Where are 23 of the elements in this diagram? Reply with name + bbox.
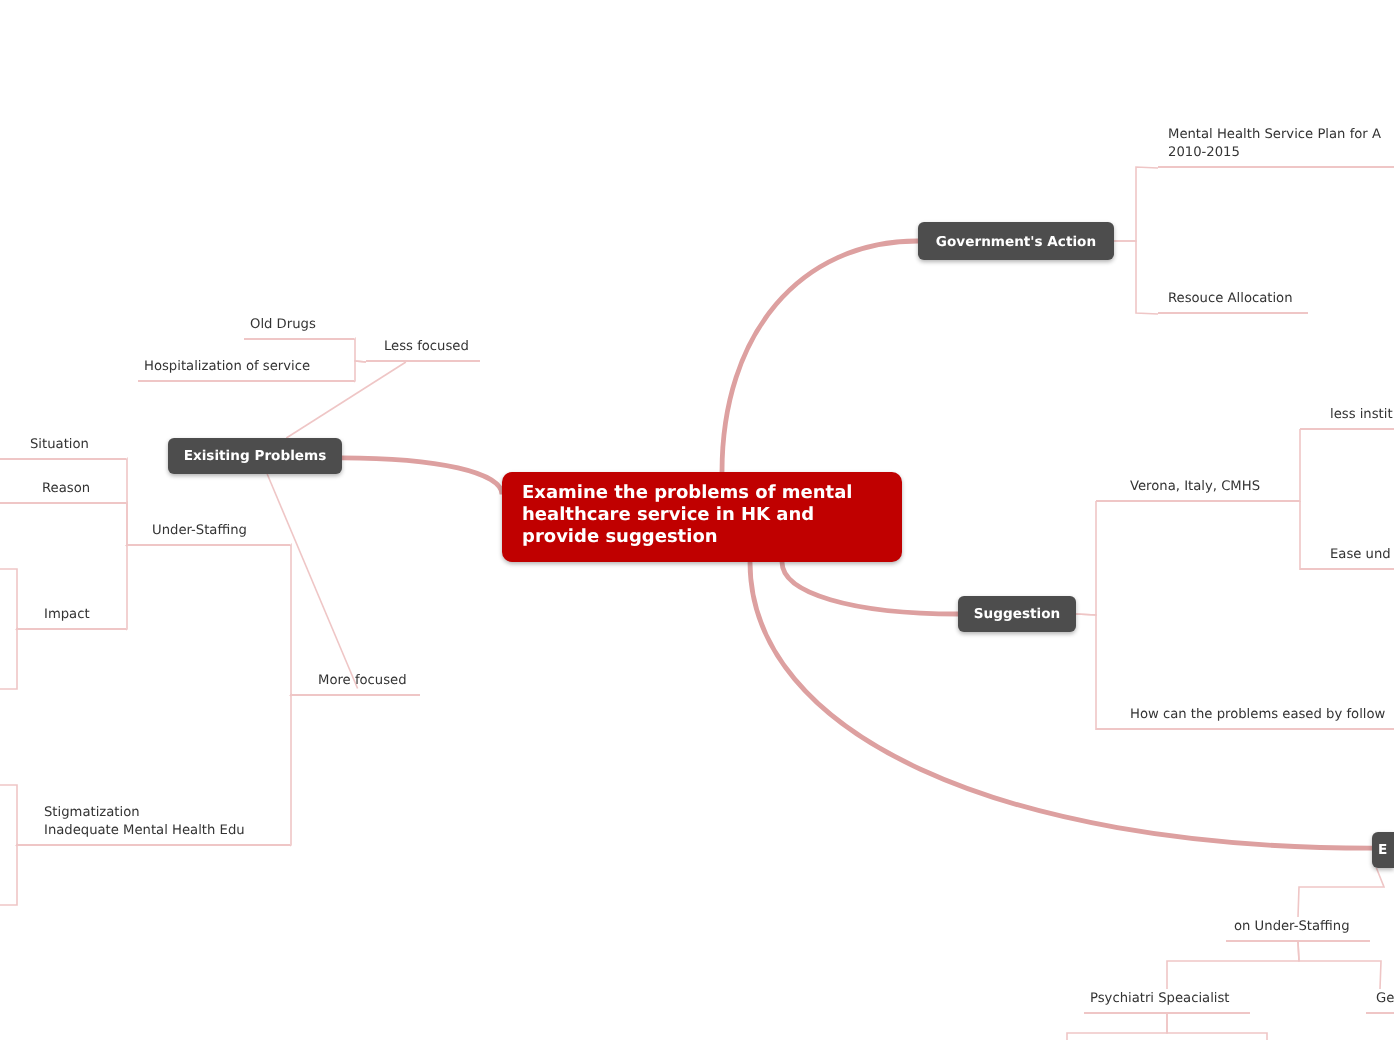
- connector-line: [1299, 500, 1301, 571]
- connector-line: [266, 473, 359, 690]
- connector-line: [0, 843, 18, 906]
- connector-line: [0, 568, 18, 631]
- connector-line: [719, 238, 919, 473]
- connector-line: [341, 455, 505, 496]
- connector-line: [289, 543, 292, 697]
- connector-line: [1297, 941, 1382, 990]
- connector-line: [779, 561, 959, 617]
- connector-line: [1075, 613, 1097, 731]
- connector-line: [747, 561, 1373, 851]
- connector-line: [289, 693, 292, 847]
- connector-line: [125, 543, 128, 631]
- connector-line: [285, 361, 407, 439]
- connector-line: [353, 360, 367, 383]
- connector-line: [125, 501, 128, 547]
- connector-line: [1299, 428, 1301, 503]
- connector-line: [1297, 867, 1386, 918]
- connector-line: [0, 784, 18, 847]
- central-topic-box: Examine the problems of mental healthcare service in HK and provide suggestion: [502, 472, 902, 562]
- connector-line: [1113, 240, 1159, 315]
- connector-line: [0, 627, 18, 690]
- connector-line: [1166, 1013, 1268, 1040]
